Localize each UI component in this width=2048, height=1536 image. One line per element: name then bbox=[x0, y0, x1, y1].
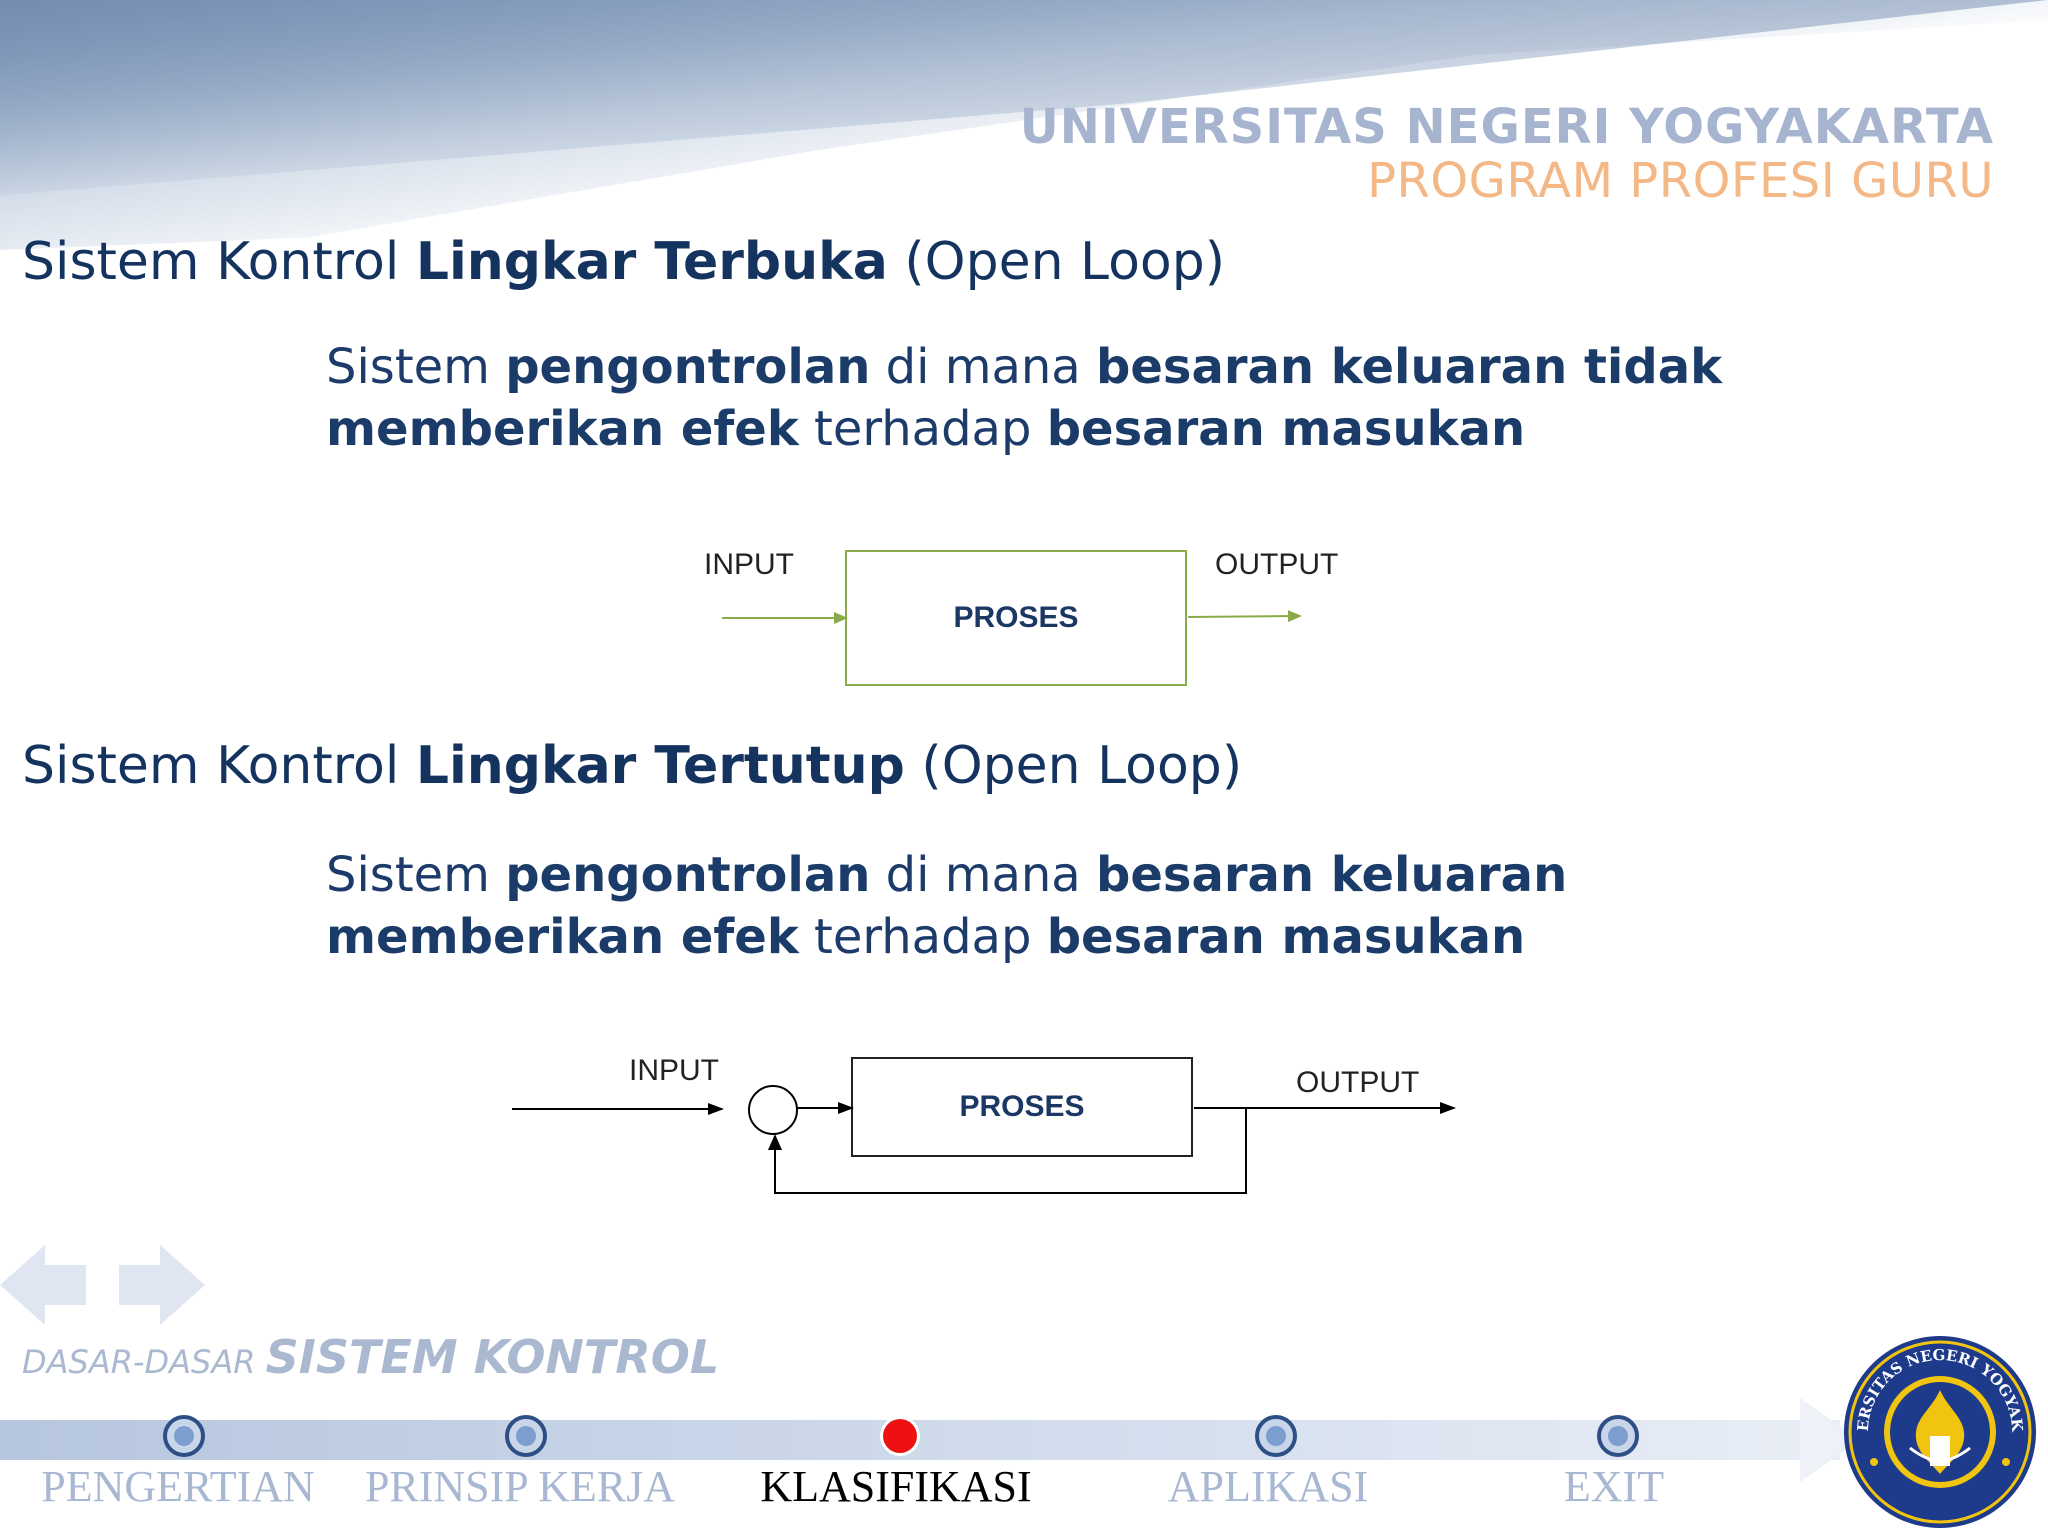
timeline-bar bbox=[0, 1420, 1840, 1460]
open-loop-input-label: INPUT bbox=[704, 548, 794, 581]
nav-node-exit[interactable] bbox=[1595, 1413, 1641, 1459]
closed-loop-process-box bbox=[851, 1057, 1193, 1157]
slide-nav-arrows bbox=[0, 1245, 205, 1325]
nav-label-klasifikasi[interactable]: KLASIFIKASI bbox=[760, 1462, 1032, 1511]
closed-loop-description: Sistem pengontrolan di mana besaran kelu… bbox=[326, 847, 1568, 965]
previous-arrow-icon[interactable] bbox=[0, 1245, 86, 1325]
open-loop-process-label: PROSES bbox=[953, 601, 1079, 634]
slide-header: UNIVERSITAS NEGERI YOGYAKARTA PROGRAM PR… bbox=[1020, 100, 1994, 208]
footer-course-title: DASAR-DASAR SISTEM KONTROL bbox=[22, 1330, 720, 1384]
program-name: PROGRAM PROFESI GURU bbox=[1367, 153, 1994, 209]
nav-label-exit[interactable]: EXIT bbox=[1563, 1462, 1665, 1511]
university-name: UNIVERSITAS NEGERI YOGYAKARTA bbox=[1019, 99, 1994, 155]
nav-label-prinsip-kerja[interactable]: PRINSIP KERJA bbox=[364, 1462, 676, 1511]
open-loop-title: Sistem Kontrol Lingkar Terbuka (Open Loo… bbox=[22, 232, 1226, 292]
nav-node-aplikasi[interactable] bbox=[1253, 1413, 1299, 1459]
nav-node-klasifikasi[interactable] bbox=[877, 1413, 923, 1459]
open-loop-output-label: OUTPUT bbox=[1215, 548, 1339, 581]
open-loop-description: Sistem pengontrolan di mana besaran kelu… bbox=[326, 339, 1723, 457]
nav-node-pengertian[interactable] bbox=[161, 1413, 207, 1459]
closed-loop-output-label: OUTPUT bbox=[1296, 1066, 1420, 1099]
feedback-arrowhead bbox=[768, 1134, 782, 1150]
closed-loop-input-label: INPUT bbox=[629, 1054, 719, 1087]
open-loop-process-box bbox=[845, 550, 1187, 686]
closed-loop-process-label: PROSES bbox=[959, 1090, 1085, 1123]
summing-junction bbox=[748, 1085, 798, 1135]
next-arrow-icon[interactable] bbox=[119, 1245, 205, 1325]
timeline-arrowhead bbox=[1800, 1398, 1860, 1482]
closed-loop-title: Sistem Kontrol Lingkar Tertutup (Open Lo… bbox=[22, 736, 1243, 796]
feedback-path bbox=[774, 1108, 1247, 1194]
open-loop-output-arrow bbox=[1187, 610, 1302, 623]
logo-emblem-icon bbox=[1915, 1390, 1965, 1474]
nav-label-pengertian[interactable]: PENGERTIAN bbox=[41, 1462, 315, 1511]
uny-logo: UNIVERSITAS NEGERI YOGYAKARTA bbox=[1840, 1328, 2036, 1528]
nav-node-prinsip-kerja[interactable] bbox=[503, 1413, 549, 1459]
nav-label-aplikasi[interactable]: APLIKASI bbox=[1167, 1462, 1369, 1511]
